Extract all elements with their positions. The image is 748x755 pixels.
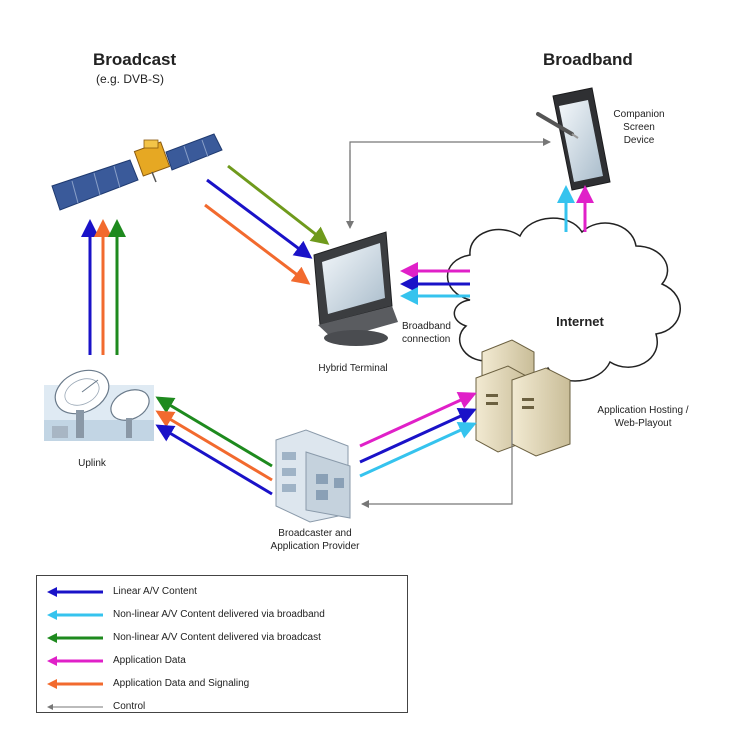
server-icon bbox=[475, 339, 571, 457]
arrow-sat-linear bbox=[206, 178, 313, 259]
broadcast-subheading: (e.g. DVB-S) bbox=[96, 72, 165, 86]
hybrid-terminal-icon bbox=[313, 231, 398, 346]
arrow-srv-bb bbox=[359, 422, 477, 478]
companion-label-line3: Device bbox=[623, 135, 655, 146]
legend-item-label: Linear A/V Content bbox=[113, 586, 197, 597]
arrow-srv-app bbox=[359, 392, 477, 448]
hybrid-terminal-label: Hybrid Terminal bbox=[318, 363, 388, 374]
hosting-label-line2: Web-Playout bbox=[614, 418, 672, 429]
legend-item: Application Data and Signaling bbox=[37, 676, 407, 692]
legend-item-label: Non-linear A/V Content delivered via bro… bbox=[113, 632, 321, 643]
control-terminal-companion bbox=[349, 138, 551, 226]
companion-label-line1: Companion bbox=[613, 109, 665, 120]
broadband-connection-label: Broadband connection bbox=[402, 320, 462, 346]
legend-swatch-arrow bbox=[47, 587, 103, 597]
broadcaster-building-icon bbox=[275, 429, 351, 523]
legend-item-label: Application Data bbox=[113, 655, 186, 666]
uplink-label: Uplink bbox=[78, 458, 106, 469]
companion-label: Companion Screen Device bbox=[604, 108, 674, 147]
arrow-sat-olive bbox=[227, 164, 330, 245]
arrow-bc-broadcast bbox=[155, 396, 273, 468]
companion-label-line2: Screen bbox=[623, 122, 655, 133]
arrow-bc-linear bbox=[155, 424, 273, 496]
arrow-srv-linear bbox=[359, 408, 477, 464]
legend-swatch-arrow bbox=[47, 679, 103, 689]
legend-item: Non-linear A/V Content delivered via bro… bbox=[37, 630, 407, 646]
legend-item: Control bbox=[37, 699, 407, 715]
hosting-label-line1: Application Hosting / bbox=[597, 405, 689, 416]
legend-swatch-arrow bbox=[47, 656, 103, 666]
legend-swatch-arrow bbox=[47, 610, 103, 620]
legend-item: Application Data bbox=[37, 653, 407, 669]
broadband-label-line1: Broadband bbox=[402, 321, 451, 332]
uplink-dish-icon bbox=[44, 369, 154, 441]
broadband-heading: Broadband bbox=[543, 50, 633, 69]
legend-swatch-arrow bbox=[47, 704, 103, 710]
arrow-bc-signaling bbox=[155, 410, 273, 482]
arrow-sat-signaling bbox=[204, 203, 311, 285]
legend-item: Linear A/V Content bbox=[37, 584, 407, 600]
broadcaster-label-line2: Application Provider bbox=[270, 541, 360, 552]
satellite-icon bbox=[51, 133, 223, 211]
legend-item: Non-linear A/V Content delivered via bro… bbox=[37, 607, 407, 623]
legend-swatch-arrow bbox=[47, 633, 103, 643]
broadcaster-label: Broadcaster and Application Provider bbox=[250, 527, 380, 553]
diagram-canvas bbox=[44, 87, 681, 523]
legend-item-label: Control bbox=[113, 701, 146, 712]
broadband-label-line2: connection bbox=[402, 334, 451, 345]
control-server-broadcaster bbox=[361, 430, 513, 508]
companion-device-icon bbox=[536, 87, 611, 191]
internet-label: Internet bbox=[556, 314, 604, 329]
broadcast-heading: Broadcast bbox=[93, 50, 177, 69]
legend-item-label: Application Data and Signaling bbox=[113, 678, 250, 689]
legend-item-label: Non-linear A/V Content delivered via bro… bbox=[113, 609, 325, 620]
hosting-label: Application Hosting / Web-Playout bbox=[578, 404, 708, 430]
broadcaster-label-line1: Broadcaster and bbox=[278, 528, 352, 539]
